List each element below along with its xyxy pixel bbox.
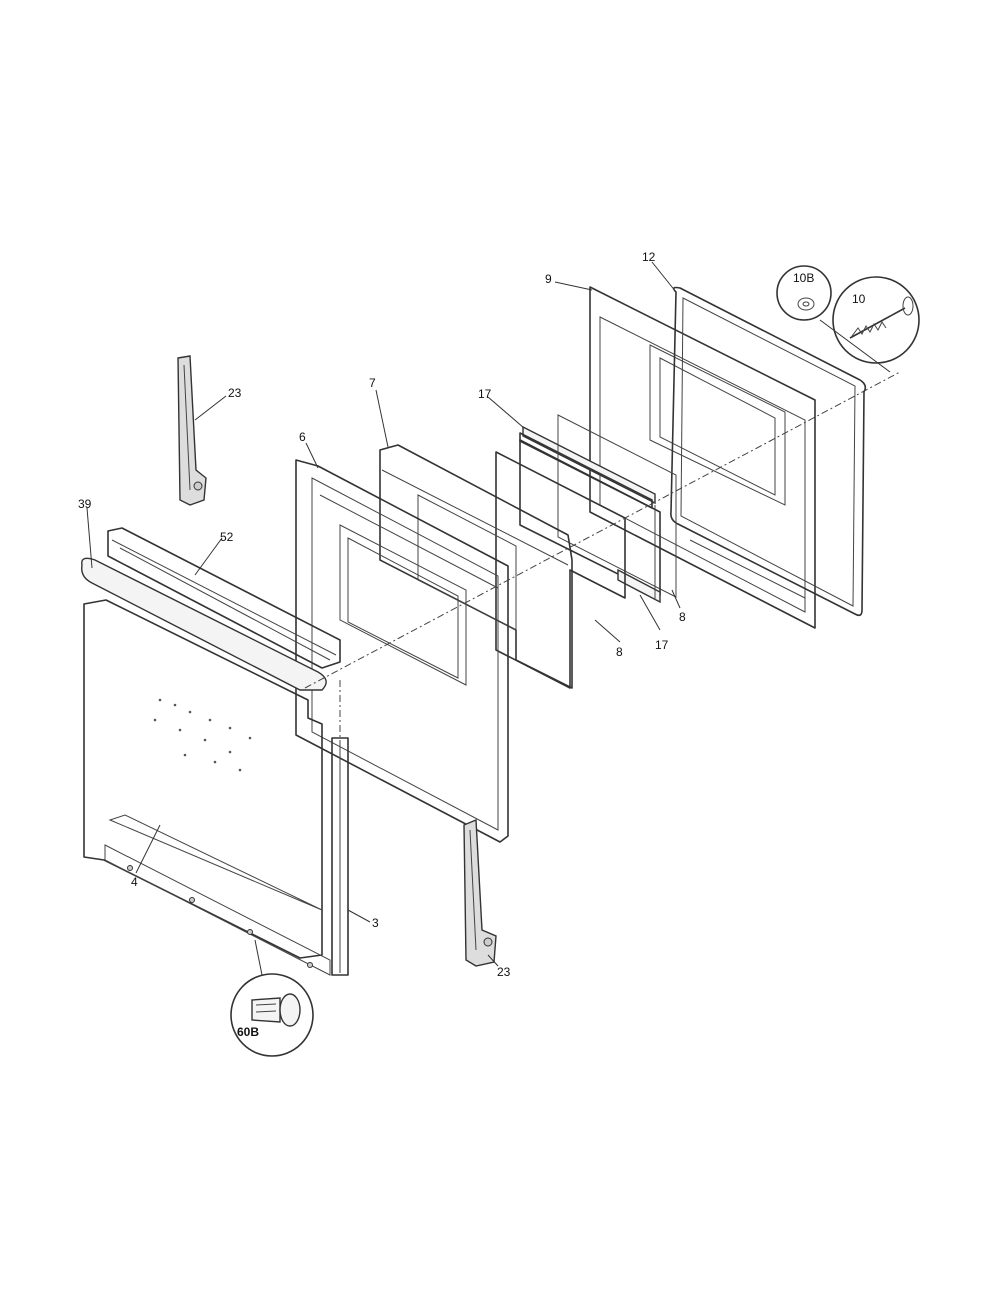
callout-17-bottom: 17 (655, 638, 669, 652)
callout-8-right: 8 (679, 610, 686, 624)
part-4-outer-door-glass (83, 599, 331, 976)
window-dot-pattern (153, 698, 252, 772)
callout-10b: 10B (793, 271, 814, 285)
detail-bubble-10b (776, 265, 832, 321)
part-52-handle-rail (107, 527, 341, 669)
part-39-handle (81, 557, 327, 691)
part-23-hinge-bottom (463, 818, 497, 967)
callout-23-top: 23 (228, 386, 242, 400)
callout-4: 4 (131, 875, 138, 889)
callout-labels: 12 9 10B 10 23 7 17 6 39 52 8 17 8 4 3 2… (78, 250, 866, 1039)
leader-lines (86, 261, 681, 967)
part-7-insulation (379, 444, 573, 689)
callout-9: 9 (545, 272, 552, 286)
callout-3: 3 (372, 916, 379, 930)
callout-12: 12 (642, 250, 656, 264)
part-9-inner-panel (589, 286, 816, 629)
callout-6: 6 (299, 430, 306, 444)
part-23-hinge-top (177, 355, 207, 506)
part-17-glass-retainer-top (519, 425, 656, 509)
callout-52: 52 (220, 530, 234, 544)
part-12-gasket (670, 286, 867, 617)
detail-bubble-60b (230, 973, 314, 1057)
callout-17-top: 17 (478, 387, 492, 401)
callout-60b: 60B (237, 1025, 259, 1039)
part-3-side-trim (331, 737, 349, 976)
bottom-screws (127, 865, 313, 968)
callout-7: 7 (369, 376, 376, 390)
assembly-lines (254, 319, 901, 976)
callout-39: 39 (78, 497, 92, 511)
callout-10: 10 (852, 292, 866, 306)
callout-8-mid: 8 (616, 645, 623, 659)
part-6-inner-frame (295, 459, 509, 843)
part-17-glass-retainer-bottom (617, 505, 661, 604)
callout-23-bottom: 23 (497, 965, 511, 979)
detail-bubble-10 (832, 276, 920, 364)
